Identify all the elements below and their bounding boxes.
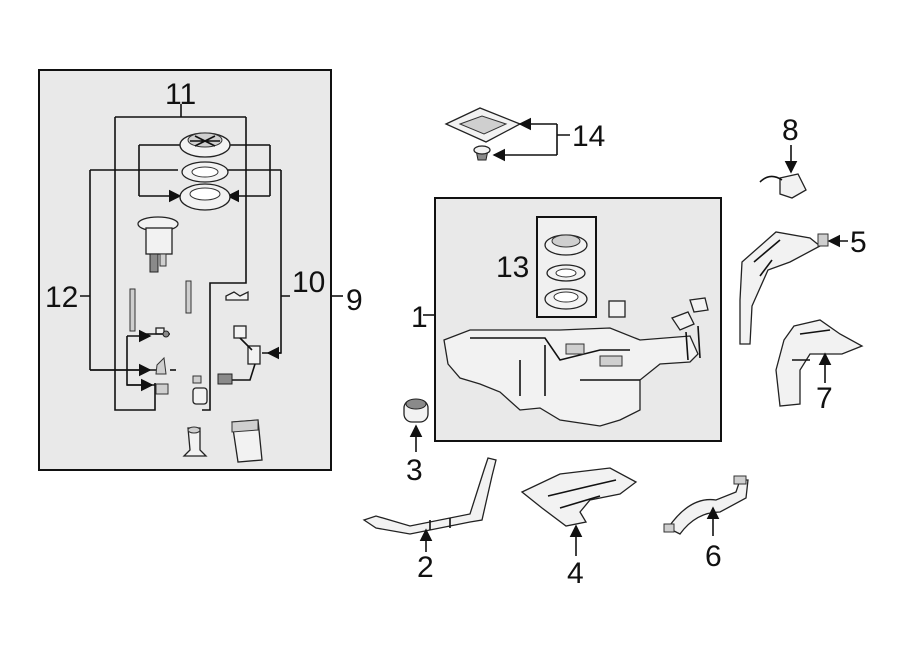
callout-6: 6 <box>705 540 722 573</box>
callout-5: 5 <box>850 226 867 259</box>
fuel-tank-box <box>423 197 722 442</box>
callout-3: 3 <box>406 454 423 487</box>
pump-module-box <box>38 69 343 471</box>
callout-2: 2 <box>417 551 434 584</box>
callout-11: 11 <box>165 78 196 111</box>
fuel-pump-assembly-shape <box>137 216 179 273</box>
part-14-group <box>444 107 570 162</box>
callout-8: 8 <box>782 114 799 147</box>
callout-12: 12 <box>45 281 78 314</box>
part-6-shape <box>663 475 749 536</box>
callout-4: 4 <box>567 557 584 590</box>
callout-14: 14 <box>572 120 605 153</box>
part-8-shape <box>759 145 807 199</box>
part-4-shape <box>520 467 638 556</box>
fuel-tank-shape <box>443 325 701 427</box>
part-5-shape <box>739 231 848 345</box>
part-7-shape <box>775 319 864 407</box>
callout-13: 13 <box>496 251 529 284</box>
callout-10: 10 <box>292 266 325 299</box>
part-3-shape <box>403 398 429 452</box>
callout-7: 7 <box>816 382 833 415</box>
callout-9: 9 <box>346 284 363 317</box>
callout-1: 1 <box>411 301 428 334</box>
part-2-shape <box>362 457 497 552</box>
